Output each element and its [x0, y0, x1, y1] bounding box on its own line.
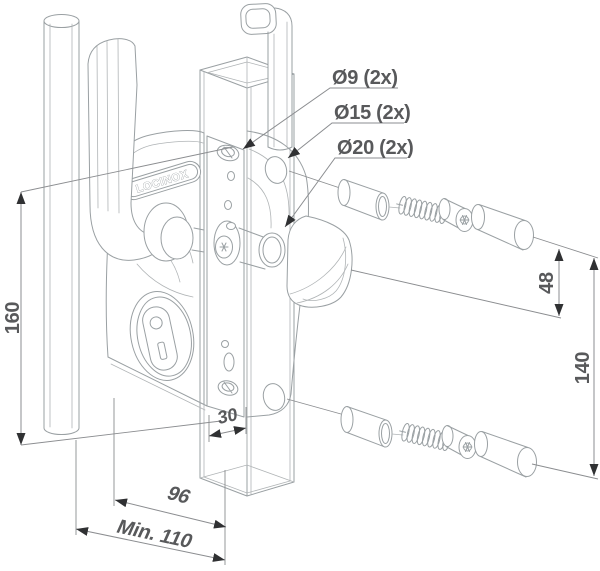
- fixing-screw-set-top: [337, 179, 534, 251]
- hole-dia15-top: [264, 156, 288, 184]
- rear-handle: [240, 3, 293, 151]
- callout-dia15: Ø15 (2x): [287, 102, 411, 159]
- callout-dia20: Ø20 (2x): [284, 137, 414, 228]
- thumb-turn-knob: [286, 215, 353, 308]
- callout-label-dia15: Ø15 (2x): [334, 102, 411, 124]
- dimension-48: 48: [350, 236, 599, 319]
- keyway-slot: [157, 341, 168, 360]
- dimension-min-110: Min. 110: [75, 440, 226, 562]
- dim-label-30: 30: [217, 404, 238, 428]
- axle-front-face: [213, 220, 241, 266]
- screw-dia9-top: [216, 144, 240, 162]
- front-handle: [87, 38, 205, 262]
- dim-label-160: 160: [2, 302, 24, 335]
- dimension-140: 140: [531, 258, 599, 480]
- fixing-screw-set-bottom: [340, 406, 537, 478]
- axis-line-top: [288, 170, 344, 190]
- dim-label-140: 140: [572, 352, 594, 385]
- dim-label-min-110: Min. 110: [113, 516, 196, 552]
- callout-label-dia9: Ø9 (2x): [332, 67, 398, 89]
- dimension-30: 30: [208, 404, 247, 442]
- axis-line-bottom: [286, 398, 342, 415]
- hole-dia15-bottom: [262, 383, 286, 411]
- lock-side-strip: [206, 135, 245, 418]
- key-dimple: [149, 316, 163, 330]
- handle-axle-tube: [238, 227, 286, 270]
- euro-cylinder: [129, 291, 195, 381]
- round-post: [43, 14, 80, 435]
- dim-label-48: 48: [536, 272, 558, 294]
- dimension-160: 160: [2, 146, 234, 446]
- callout-dia9: Ø9 (2x): [242, 67, 398, 150]
- dim-label-96: 96: [163, 483, 194, 508]
- callout-label-dia20: Ø20 (2x): [337, 137, 414, 159]
- screw-dia9-bottom: [217, 380, 239, 396]
